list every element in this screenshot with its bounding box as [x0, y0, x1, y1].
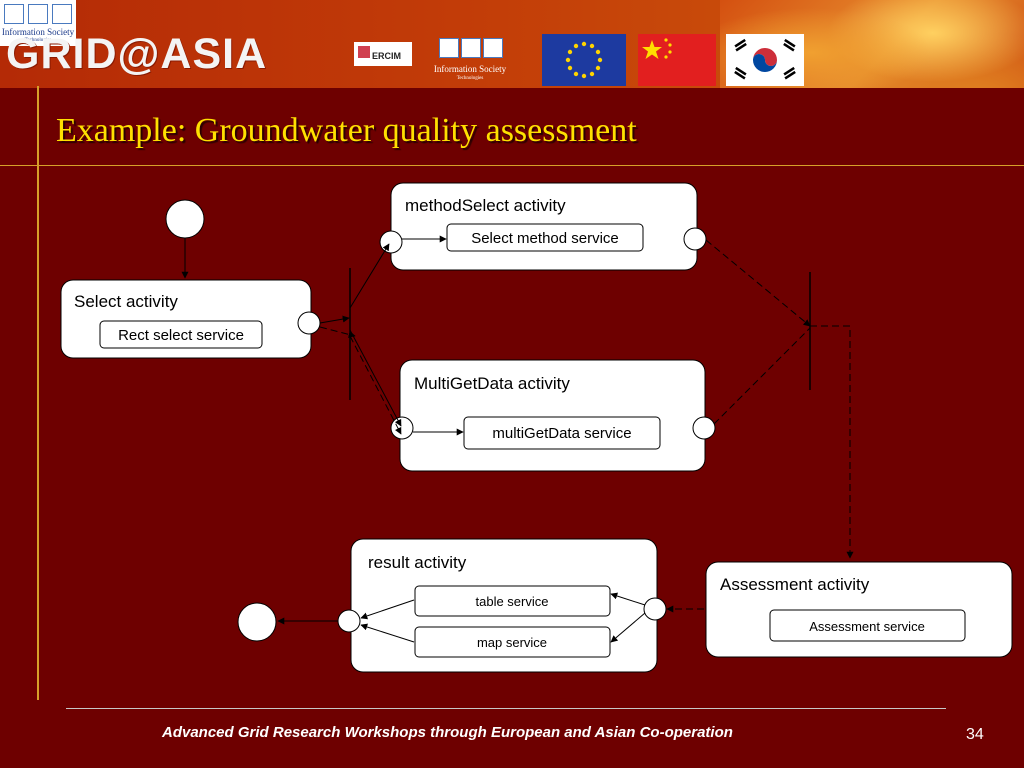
- taegeuk-icon: [734, 38, 796, 80]
- methodselect-input-port: [379, 230, 403, 254]
- ist-caption: Information Society: [433, 64, 507, 74]
- eu-stars-icon: [565, 41, 603, 79]
- arrow-up-icon: [4, 4, 24, 24]
- edge-select-to-fork-dashed: [319, 326, 356, 338]
- china-flag-icon: [638, 34, 716, 86]
- result-activity: result activity table service map servic…: [337, 538, 667, 673]
- edge-to-map-service: [610, 612, 646, 643]
- methodselect-activity-label: methodSelect activity: [405, 196, 566, 215]
- left-accent-rule: [37, 86, 39, 700]
- ist-subcaption: Technologies: [24, 38, 52, 43]
- tilde-icon: [483, 38, 503, 58]
- slide-title: Example: Groundwater quality assessment: [56, 112, 637, 149]
- edge-map-to-result-port: [360, 623, 415, 643]
- multigetdata-activity: MultiGetData activity multiGetData servi…: [390, 359, 716, 472]
- edge-fork-to-multigetdata-dashed: [349, 335, 402, 435]
- result-output-port: [337, 609, 361, 633]
- edge-fork-to-methodselect: [349, 243, 390, 309]
- edge-join-to-assessment: [810, 325, 854, 559]
- edge-table-to-result-port: [360, 599, 415, 620]
- multigetdata-input-port: [390, 416, 414, 440]
- ist-subcaption: Technologies: [456, 76, 484, 81]
- select-activity-label: Select activity: [74, 292, 178, 311]
- multigetdata-output-port: [692, 416, 716, 440]
- ist-caption: Information Society: [1, 27, 75, 37]
- brand-wordmark: GRID@ASIA: [6, 30, 268, 78]
- assessment-activity: Assessment activity Assessment service: [705, 561, 1013, 658]
- page-number: 34: [966, 726, 984, 743]
- initial-node: [165, 199, 205, 239]
- footer-text: Advanced Grid Research Workshops through…: [162, 724, 733, 741]
- wave-icon: [28, 4, 48, 24]
- map-service: map service: [477, 635, 547, 650]
- tilde-icon: [52, 4, 72, 24]
- final-node: [237, 602, 277, 642]
- arrow-up-icon: [439, 38, 459, 58]
- edge-fork-to-multigetdata: [349, 329, 402, 427]
- edge-multigetdata-to-join: [713, 327, 811, 425]
- korea-flag-icon: [726, 34, 804, 86]
- ercim-logo: ERCIM: [354, 42, 412, 66]
- result-activity-label: result activity: [368, 553, 467, 572]
- wave-icon: [461, 38, 481, 58]
- methodselect-activity: methodSelect activity Select method serv…: [379, 182, 707, 271]
- assessment-activity-label: Assessment activity: [720, 575, 870, 594]
- methodselect-output-port: [683, 227, 707, 251]
- china-stars-icon: [642, 38, 672, 59]
- result-input-port: [643, 597, 667, 621]
- assessment-service: Assessment service: [809, 619, 925, 634]
- table-service: table service: [476, 594, 549, 609]
- title-underline-rule: [0, 165, 1024, 166]
- edge-select-to-fork: [319, 315, 350, 324]
- edge-to-table-service: [610, 592, 646, 606]
- footer-rule: [66, 708, 946, 709]
- ercim-label: ERCIM: [372, 51, 401, 61]
- rect-select-service: Rect select service: [118, 327, 244, 344]
- ercim-cube-icon: [358, 46, 370, 58]
- ist-logo-corner: Information Society Technologies: [0, 0, 76, 46]
- eu-flag-icon: [542, 34, 626, 86]
- multigetdata-service: multiGetData service: [492, 425, 631, 442]
- select-output-port: [297, 311, 321, 335]
- header-banner: Information Society Technologies GRID@AS…: [0, 0, 1024, 88]
- select-activity: Select activity Rect select service: [60, 279, 321, 359]
- select-method-service: Select method service: [471, 230, 619, 247]
- edge-methodselect-to-join: [705, 239, 811, 327]
- ist-logo: Information Society Technologies: [427, 38, 513, 86]
- multigetdata-activity-label: MultiGetData activity: [414, 374, 570, 393]
